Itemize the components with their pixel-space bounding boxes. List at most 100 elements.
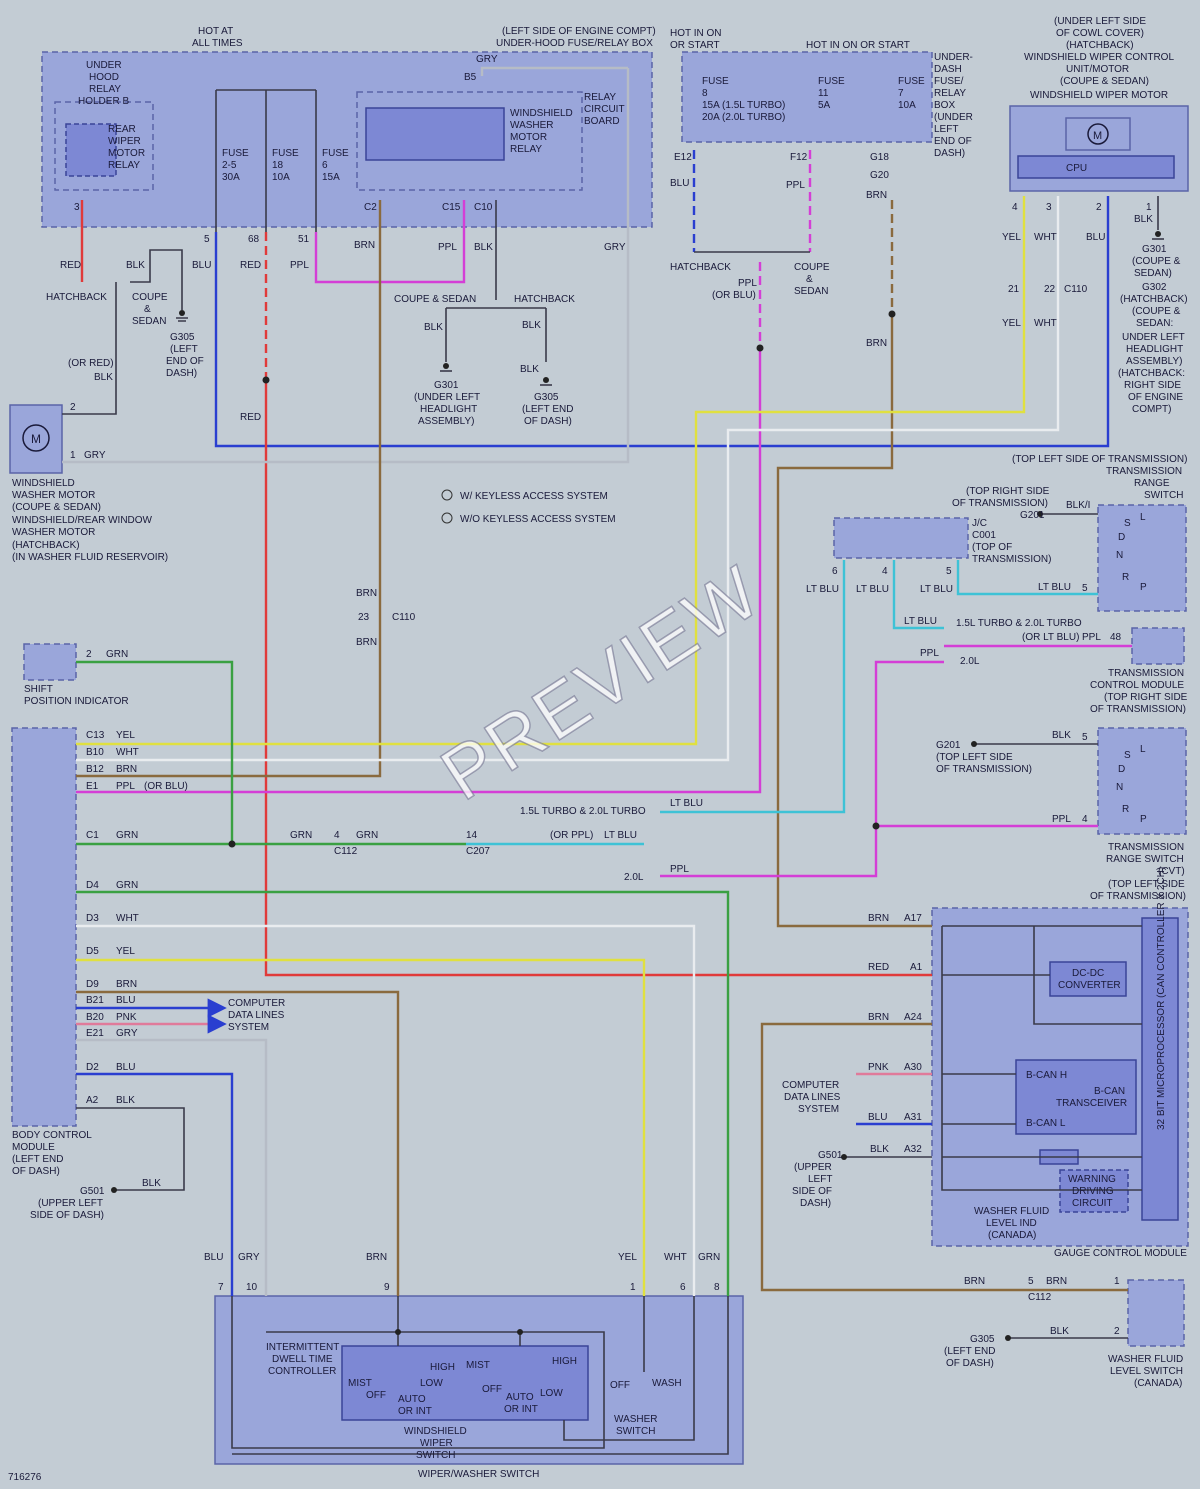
svg-text:M: M	[1093, 130, 1102, 142]
svg-text:PPL: PPL	[438, 242, 457, 253]
svg-text:C1: C1	[86, 830, 99, 841]
ground-symbol-g305-mid	[540, 377, 552, 386]
svg-text:C15: C15	[442, 202, 461, 213]
svg-text:14: 14	[466, 830, 478, 841]
svg-text:G201: G201	[1020, 510, 1045, 521]
switch-internal	[231, 1296, 729, 1455]
wire-blk-g305	[130, 249, 183, 310]
svg-text:BLK: BLK	[142, 1178, 161, 1189]
svg-text:5: 5	[946, 566, 952, 577]
svg-text:C2: C2	[364, 202, 377, 213]
wire-yel-d5	[76, 958, 646, 1296]
wire-gry-e21	[76, 1038, 268, 1296]
svg-text:BOX: BOX	[934, 100, 955, 111]
svg-text:GRN: GRN	[698, 1252, 720, 1263]
svg-text:WINDSHIELD WIPER MOTOR: WINDSHIELD WIPER MOTOR	[1030, 90, 1168, 101]
svg-text:GRN: GRN	[116, 830, 138, 841]
svg-text:FUSE: FUSE	[898, 76, 925, 87]
ground-symbol-g305-right	[1005, 1335, 1011, 1341]
svg-text:D: D	[1118, 764, 1125, 775]
svg-text:6: 6	[832, 566, 838, 577]
svg-text:MIST: MIST	[466, 1360, 490, 1371]
svg-text:WASHER MOTOR: WASHER MOTOR	[12, 490, 95, 501]
svg-text:WINDSHIELD: WINDSHIELD	[510, 108, 573, 119]
svg-text:OR INT: OR INT	[504, 1404, 538, 1415]
wire-ltblu-jc-5	[956, 560, 1098, 596]
wire-brn-a24	[760, 1022, 1128, 1292]
svg-text:B5: B5	[464, 72, 477, 83]
svg-text:RIGHT SIDE: RIGHT SIDE	[1124, 380, 1181, 391]
splice-red	[262, 376, 270, 384]
svg-text:COMPUTER: COMPUTER	[782, 1080, 839, 1091]
svg-text:B10: B10	[86, 747, 104, 758]
svg-text:PPL: PPL	[670, 864, 689, 875]
svg-text:ASSEMBLY): ASSEMBLY)	[1126, 356, 1183, 367]
svg-text:BLU: BLU	[116, 995, 135, 1006]
svg-text:3: 3	[1046, 202, 1052, 213]
svg-text:SEDAN:: SEDAN:	[1136, 318, 1173, 329]
wire-ppl-fuse-6	[314, 200, 466, 284]
svg-text:(CANADA): (CANADA)	[988, 1230, 1036, 1241]
svg-text:P: P	[1140, 582, 1147, 593]
svg-text:BRN: BRN	[356, 637, 377, 648]
svg-text:B-CAN L: B-CAN L	[1026, 1118, 1066, 1129]
svg-text:SIDE OF DASH): SIDE OF DASH)	[30, 1210, 104, 1221]
transmission-control-module	[1131, 627, 1185, 665]
svg-text:(HATCHBACK): (HATCHBACK)	[1066, 40, 1134, 51]
svg-text:RANGE: RANGE	[1134, 478, 1170, 489]
svg-text:&: &	[806, 274, 813, 285]
svg-text:MIST: MIST	[348, 1378, 372, 1389]
svg-text:(LEFT END: (LEFT END	[944, 1346, 996, 1357]
svg-text:PPL: PPL	[920, 648, 939, 659]
svg-text:BLK: BLK	[474, 242, 493, 253]
svg-text:SIDE OF: SIDE OF	[792, 1186, 832, 1197]
svg-text:E21: E21	[86, 1028, 104, 1039]
svg-text:BLU: BLU	[116, 1062, 135, 1073]
wire-ppl-c207	[660, 826, 878, 878]
svg-text:PNK: PNK	[868, 1062, 889, 1073]
svg-text:15A (1.5L TURBO): 15A (1.5L TURBO)	[702, 100, 785, 111]
svg-text:BLU: BLU	[670, 178, 689, 189]
ground-symbol-g201-top	[1037, 511, 1043, 517]
wire-blu-fuse-2-5	[214, 196, 1110, 448]
wire-red-fuse-18	[264, 380, 932, 977]
svg-text:SEDAN): SEDAN)	[1134, 268, 1172, 279]
svg-text:G301: G301	[1142, 244, 1167, 255]
windshield-washer-motor-relay	[365, 107, 505, 161]
svg-text:D4: D4	[86, 880, 99, 891]
svg-text:BRN: BRN	[964, 1276, 985, 1287]
svg-text:UNDER LEFT: UNDER LEFT	[1122, 332, 1185, 343]
svg-text:BLK: BLK	[126, 260, 145, 271]
svg-text:1.5L TURBO & 2.0L TURBO: 1.5L TURBO & 2.0L TURBO	[956, 618, 1082, 629]
svg-text:D: D	[1118, 532, 1125, 543]
svg-text:OFF: OFF	[366, 1390, 386, 1401]
svg-text:SYSTEM: SYSTEM	[228, 1022, 269, 1033]
svg-text:BRN: BRN	[866, 190, 887, 201]
svg-text:2: 2	[86, 649, 92, 660]
svg-text:ALL TIMES: ALL TIMES	[192, 38, 243, 49]
svg-text:DC-DC: DC-DC	[1072, 968, 1104, 979]
svg-text:(HATCHBACK): (HATCHBACK)	[12, 540, 80, 551]
svg-text:LT BLU: LT BLU	[604, 830, 637, 841]
svg-text:1: 1	[70, 450, 76, 461]
svg-text:CONTROLLER: CONTROLLER	[268, 1366, 336, 1377]
svg-text:GRY: GRY	[84, 450, 106, 461]
svg-text:B-CAN: B-CAN	[1094, 1086, 1125, 1097]
svg-text:10A: 10A	[898, 100, 916, 111]
svg-text:DASH: DASH	[934, 64, 962, 75]
svg-text:4: 4	[1082, 814, 1088, 825]
svg-text:5: 5	[1082, 583, 1088, 594]
svg-text:C207: C207	[466, 846, 490, 857]
svg-text:WIPER: WIPER	[108, 136, 141, 147]
svg-text:UNIT/MOTOR: UNIT/MOTOR	[1066, 64, 1129, 75]
svg-text:RED: RED	[240, 260, 261, 271]
svg-text:4: 4	[882, 566, 888, 577]
svg-text:HOOD: HOOD	[89, 72, 119, 83]
cpu-block	[1017, 155, 1175, 179]
svg-text:FUSE: FUSE	[818, 76, 845, 87]
svg-text:E1: E1	[86, 781, 99, 792]
svg-text:DASH): DASH)	[166, 368, 197, 379]
svg-text:(TOP RIGHT SIDE: (TOP RIGHT SIDE	[966, 486, 1050, 497]
svg-text:FUSE: FUSE	[322, 148, 349, 159]
svg-text:WHT: WHT	[1034, 232, 1057, 243]
